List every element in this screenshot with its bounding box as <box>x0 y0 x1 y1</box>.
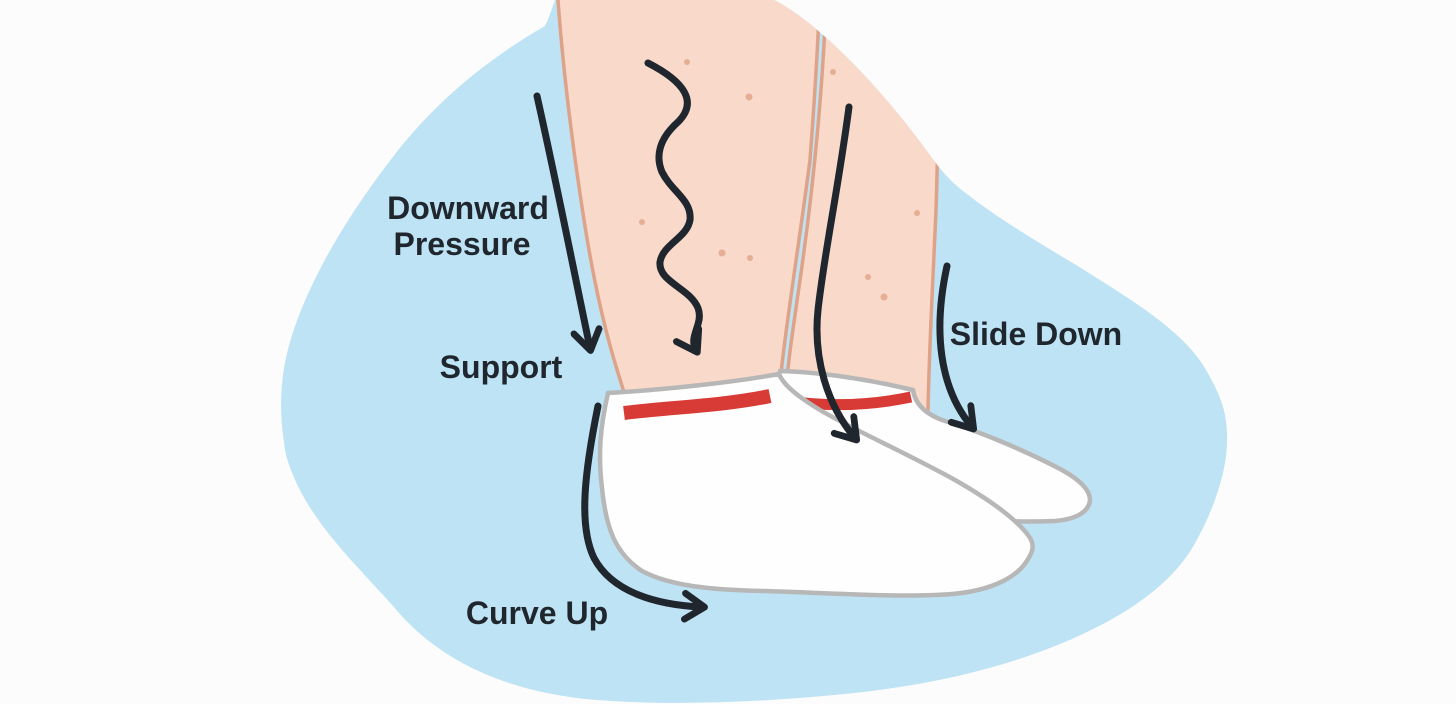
slide-down-label: Slide Down <box>950 316 1122 352</box>
wavy-pressure-arrow <box>644 59 703 350</box>
downward-pressure-label-line1: Downward <box>387 190 549 226</box>
annotation-labels: Downward Pressure Support Slide Down Cur… <box>387 190 1122 631</box>
legs-group <box>554 0 941 416</box>
front-sock-stripe <box>623 389 772 420</box>
rear-leg-slide-arrow <box>813 103 855 438</box>
front-sock-group <box>597 371 1035 598</box>
curve-up-label: Curve Up <box>466 595 608 631</box>
downward-pressure-arrow <box>533 92 590 348</box>
support-curve-up-arrow <box>581 402 702 607</box>
slide-down-arrow <box>936 262 972 427</box>
downward-pressure-label-line2: Pressure <box>394 226 531 262</box>
front-sock <box>597 371 1035 598</box>
annotation-arrows <box>533 59 972 607</box>
support-label: Support <box>440 349 563 385</box>
